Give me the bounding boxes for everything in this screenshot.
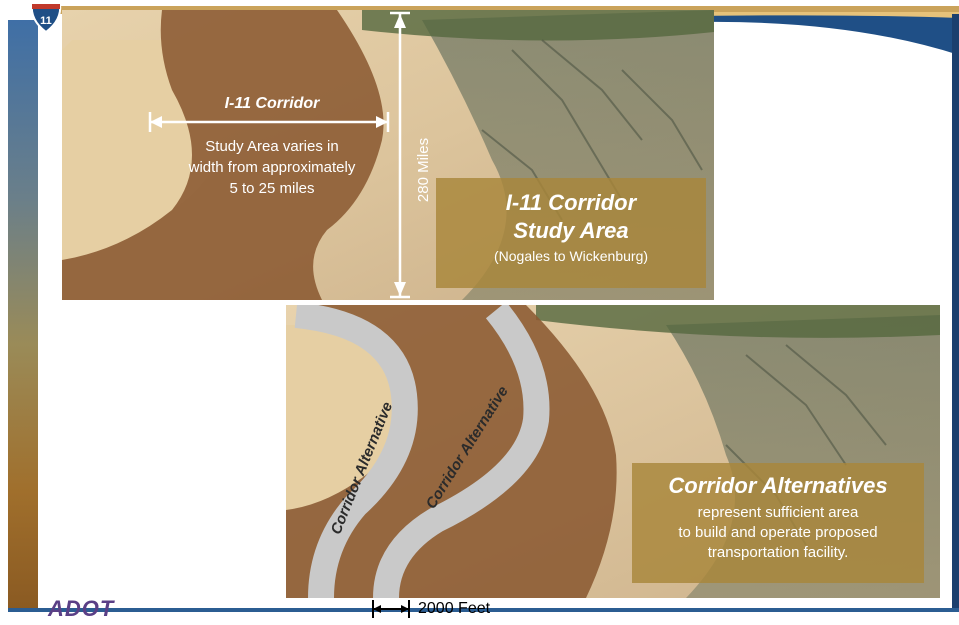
caption-title-line1: I-11 Corridor xyxy=(505,190,637,215)
corridor-description: Study Area varies in width from approxim… xyxy=(137,136,407,199)
terrain-image-top xyxy=(62,10,714,300)
corridor-alternatives-map: Corridor Alternative Corridor Alternativ… xyxy=(286,305,940,598)
caption-text: represent sufficient area to build and o… xyxy=(632,503,924,563)
caption-title: Corridor Alternatives xyxy=(668,473,888,498)
length-label: 280 Miles xyxy=(415,138,432,202)
adot-logo: ADOT xyxy=(48,596,115,621)
interstate-shield-icon: 11 xyxy=(30,3,62,34)
corridor-desc-line: 5 to 25 miles xyxy=(229,180,315,197)
scale-label: 2000 Feet xyxy=(418,600,491,617)
corridor-title: I-11 Corridor xyxy=(224,95,320,112)
scale-bar xyxy=(372,600,410,618)
caption-line: represent sufficient area xyxy=(697,504,859,521)
corridor-desc-line: width from approximately xyxy=(188,159,356,176)
length-label-wrap: 280 Miles xyxy=(415,138,432,202)
caption-subtitle: (Nogales to Wickenburg) xyxy=(493,248,649,264)
caption-line: to build and operate proposed xyxy=(678,524,878,541)
shield-number: 11 xyxy=(40,15,52,27)
alternative-label-1: Corridor Alternative xyxy=(328,400,397,537)
width-arrow xyxy=(148,112,390,132)
caption-title-line2: Study Area xyxy=(513,218,629,243)
alternatives-caption: Corridor Alternatives represent sufficie… xyxy=(632,463,924,583)
alternative-labels: Corridor Alternative Corridor Alternativ… xyxy=(328,383,512,537)
length-arrow xyxy=(390,11,410,299)
footer-blue-band xyxy=(8,608,959,612)
left-color-bar xyxy=(8,20,38,610)
header-blue-swoosh xyxy=(700,12,959,55)
study-area-caption: I-11 Corridor Study Area (Nogales to Wic… xyxy=(436,178,706,288)
right-edge-bar xyxy=(952,14,959,612)
study-area-map: I-11 Corridor Study Area varies in width… xyxy=(62,10,714,300)
alternative-label-2: Corridor Alternative xyxy=(423,383,512,512)
corridor-desc-line: Study Area varies in xyxy=(205,138,339,155)
caption-line: transportation facility. xyxy=(707,544,849,561)
